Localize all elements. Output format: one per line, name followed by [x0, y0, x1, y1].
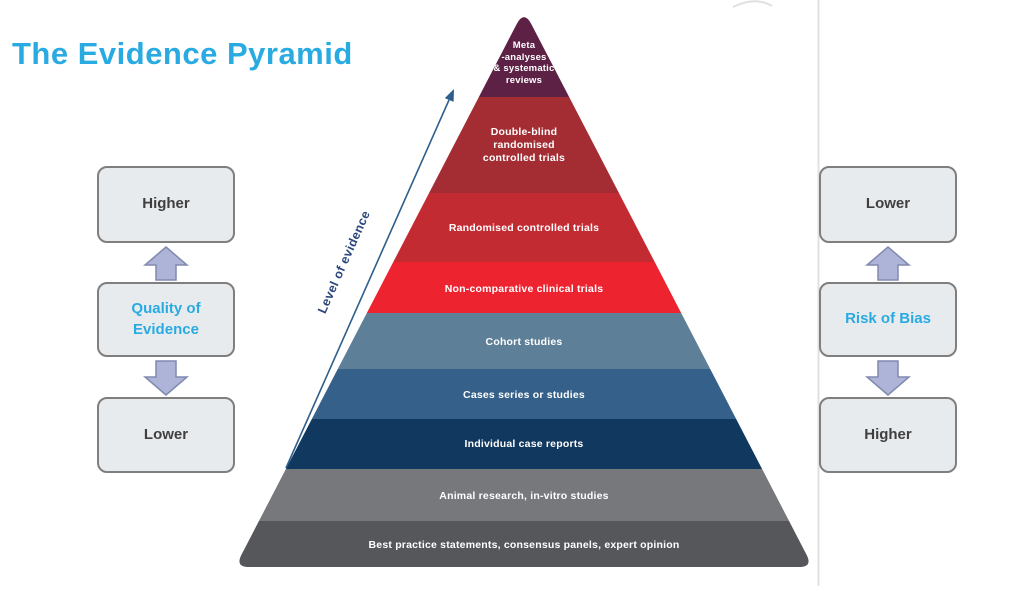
quality-higher-box: Higher: [97, 166, 235, 243]
pyramid-level-label: Cohort studies: [485, 336, 563, 348]
pyramid-level-band: [239, 469, 809, 521]
level-of-evidence-arrow: [285, 99, 450, 469]
level-of-evidence-arrowhead: [444, 89, 454, 102]
page-edge-curve: [732, 0, 773, 8]
pyramid-level-band: [239, 419, 809, 469]
bias-lower-label: Lower: [865, 195, 911, 213]
quality-of-evidence-label: Quality of Evidence: [131, 300, 201, 338]
bias-higher-label: Higher: [864, 425, 912, 443]
pyramid-level-label: Meta -analyses & systematic reviews: [493, 40, 555, 86]
pyramid-level-band: [239, 369, 809, 419]
pyramid-level-band: [239, 521, 809, 568]
pyramid-level-label: Double-blind randomised controlled trial…: [482, 126, 566, 164]
bias-higher-box: Higher: [819, 397, 957, 473]
pyramid-level-label: Randomised controlled trials: [448, 222, 600, 234]
risk-of-bias-label: Risk of Bias: [845, 310, 931, 328]
quality-lower-box: Lower: [97, 397, 235, 473]
down-arrow-icon: [142, 360, 190, 396]
page-title: The Evidence Pyramid: [12, 36, 353, 71]
quality-of-evidence-box: Quality of Evidence: [97, 282, 235, 357]
bias-lower-box: Lower: [819, 166, 957, 243]
quality-lower-label: Lower: [143, 425, 189, 443]
up-arrow-icon: [142, 246, 190, 281]
up-arrow-icon: [864, 246, 912, 281]
pyramid-level-label: Cases series or studies: [463, 389, 585, 401]
pyramid-level-label: Individual case reports: [464, 438, 584, 450]
pyramid-level-label: Best practice statements, consensus pane…: [368, 539, 680, 551]
quality-higher-label: Higher: [142, 195, 190, 213]
down-arrow-icon: [864, 360, 912, 396]
pyramid-level-label: Animal research, in-vitro studies: [439, 490, 609, 502]
pyramid-level-label: Non-comparative clinical trials: [444, 283, 604, 295]
risk-of-bias-box: Risk of Bias: [819, 282, 957, 357]
